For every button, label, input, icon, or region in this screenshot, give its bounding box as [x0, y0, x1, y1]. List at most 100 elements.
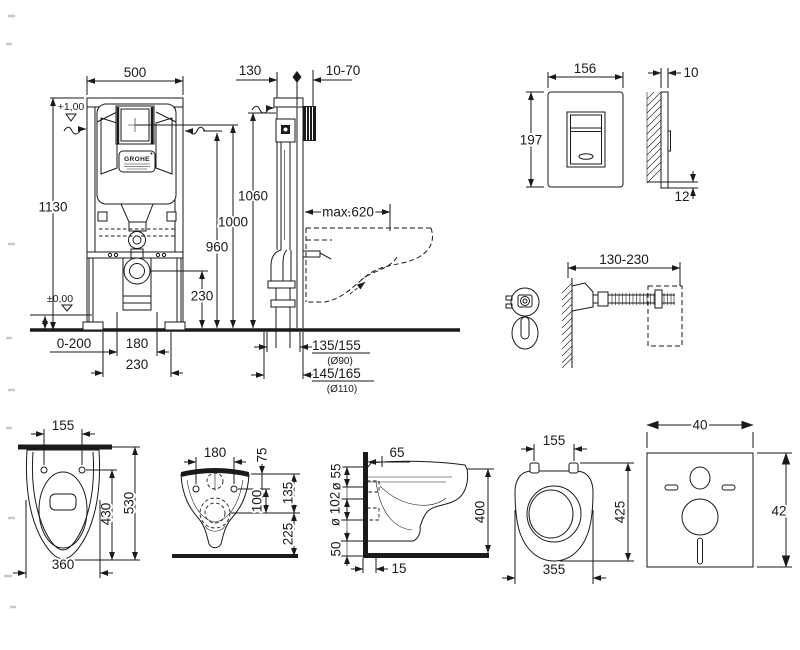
dim-drain-a: 135/155 (Ø90)	[254, 332, 370, 369]
insulation-mat-view: 40 42	[646, 416, 792, 568]
wall-bracket-side-view: 130-230	[561, 250, 683, 369]
svg-text:130-230: 130-230	[599, 252, 649, 267]
bowl-top-view: 155 430 530 360	[13, 416, 140, 578]
cistern: GROHE	[96, 103, 177, 223]
svg-text:530: 530	[122, 492, 137, 515]
dim-drain-spacing: 180	[116, 312, 169, 356]
dim-seat-hinge-spacing: 155	[521, 431, 587, 461]
svg-text:430: 430	[99, 503, 114, 526]
svg-text:360: 360	[52, 557, 75, 572]
svg-text:155: 155	[543, 433, 566, 448]
svg-text:225: 225	[281, 523, 296, 546]
svg-text:960: 960	[206, 240, 229, 255]
dim-max-reach: max.620	[304, 203, 391, 231]
grohe-logo: GROHE	[118, 150, 156, 173]
svg-text:355: 355	[543, 562, 566, 577]
dim-bowl-hinge-spacing: 155	[31, 416, 95, 465]
wall-hatch	[561, 282, 573, 369]
dim-plate-width: 156	[547, 59, 624, 88]
plate-logo-oval	[578, 153, 594, 160]
svg-text:12: 12	[674, 189, 689, 204]
dim-bracket-range: 130-230	[567, 250, 681, 286]
svg-text:180: 180	[204, 445, 227, 460]
bowl-outline-dashed	[305, 227, 433, 303]
flush-plate-side-view: 10 12	[646, 63, 701, 206]
wall-section	[363, 452, 368, 558]
dim-mat-width: 40	[646, 416, 754, 448]
svg-text:400: 400	[473, 501, 488, 524]
dim-frame-width: 500	[86, 63, 184, 95]
svg-text:15: 15	[391, 561, 406, 576]
svg-text:42: 42	[771, 504, 786, 519]
svg-text:197: 197	[520, 133, 543, 148]
svg-text:10: 10	[683, 65, 698, 80]
dim-hole-spacing: 180	[184, 443, 246, 484]
flush-plate-front-view: 156 197	[518, 59, 624, 188]
supply-arrow-side	[251, 105, 275, 114]
svg-text:0-200: 0-200	[57, 336, 92, 351]
dim-bowl-depth: 430	[66, 469, 140, 561]
svg-text:180: 180	[126, 336, 149, 351]
svg-text:ø 55: ø 55	[329, 463, 344, 490]
dim-outlet-height: 230	[150, 270, 215, 329]
bowl-front-view: 180 75 100 135 225	[172, 443, 300, 558]
svg-text:max.620: max.620	[322, 205, 374, 220]
level-plus-label: +1,00	[58, 101, 85, 113]
svg-text:50: 50	[329, 541, 344, 556]
wall-block	[303, 106, 316, 141]
frame-front-view: GROHE +1,00	[36, 63, 238, 377]
frame-side-view: 130 10-70 960 1000 1060 230	[150, 61, 433, 397]
bowl-side-view: ø 55 ø 102 50 65 400 15	[326, 443, 494, 578]
supply-arrow-right	[184, 126, 222, 135]
svg-text:(Ø110): (Ø110)	[327, 384, 357, 395]
svg-text:155: 155	[52, 418, 75, 433]
dim-inlet-to-outlet: 100	[248, 488, 269, 514]
dim-outlet-to-floor: 225	[279, 512, 298, 557]
dim-wall-gap: 15	[351, 558, 409, 578]
dim-bowl-height: 400	[467, 468, 494, 554]
dim-bowl-width: 360	[13, 500, 113, 578]
floor-level-mark: ±0,00	[45, 292, 75, 312]
seat-top-view: 155 425 355	[502, 431, 634, 584]
svg-text:145/165: 145/165	[312, 366, 361, 381]
dim-wall-offset: 10-70	[292, 61, 362, 106]
grohe-logo-text: GROHE	[124, 156, 150, 163]
water-level-mark: +1,00	[56, 100, 86, 122]
dim-bottom-height: 50	[327, 531, 350, 566]
svg-text:1000: 1000	[218, 215, 248, 230]
dim-frame-depth: 130	[236, 61, 278, 98]
dim-rim-to-outlet: 135	[279, 473, 298, 514]
dim-seat-width: 355	[502, 510, 606, 584]
dim-supply-height: 960	[204, 132, 230, 329]
svg-text:135/155: 135/155	[312, 338, 361, 353]
svg-text:ø 102: ø 102	[328, 492, 343, 527]
svg-text:230: 230	[126, 357, 149, 372]
dim-foot-adjust: 0-200	[42, 315, 118, 355]
dim-plate-bottom-gap: 12	[661, 171, 698, 206]
panel-dashed	[647, 285, 683, 347]
svg-text:500: 500	[124, 65, 147, 80]
svg-text:100: 100	[250, 490, 265, 513]
level-zero-label: ±0,00	[47, 293, 73, 305]
dim-fix-spacing: 230	[91, 332, 183, 377]
dim-seat-length: 425	[560, 462, 634, 562]
svg-text:65: 65	[389, 445, 404, 460]
svg-text:130: 130	[239, 63, 262, 78]
dim-drain-b: 145/165 (Ø110)	[251, 332, 374, 397]
scan-artifacts	[4, 14, 16, 609]
dim-button-height: 1000	[216, 124, 250, 329]
dim-inlet-dia: ø 55	[327, 461, 350, 493]
svg-text:156: 156	[574, 61, 597, 76]
bowl-support	[302, 250, 332, 260]
floor-section	[363, 553, 489, 558]
dim-plate-height: 197	[518, 91, 544, 188]
thread	[611, 293, 675, 305]
svg-text:40: 40	[692, 418, 707, 433]
svg-text:135: 135	[281, 482, 296, 505]
dim-bowl-total-depth: 530	[112, 446, 140, 561]
wall-hatch	[646, 91, 662, 184]
svg-text:75: 75	[255, 447, 270, 462]
dim-outlet-dia: ø 102	[326, 490, 350, 528]
